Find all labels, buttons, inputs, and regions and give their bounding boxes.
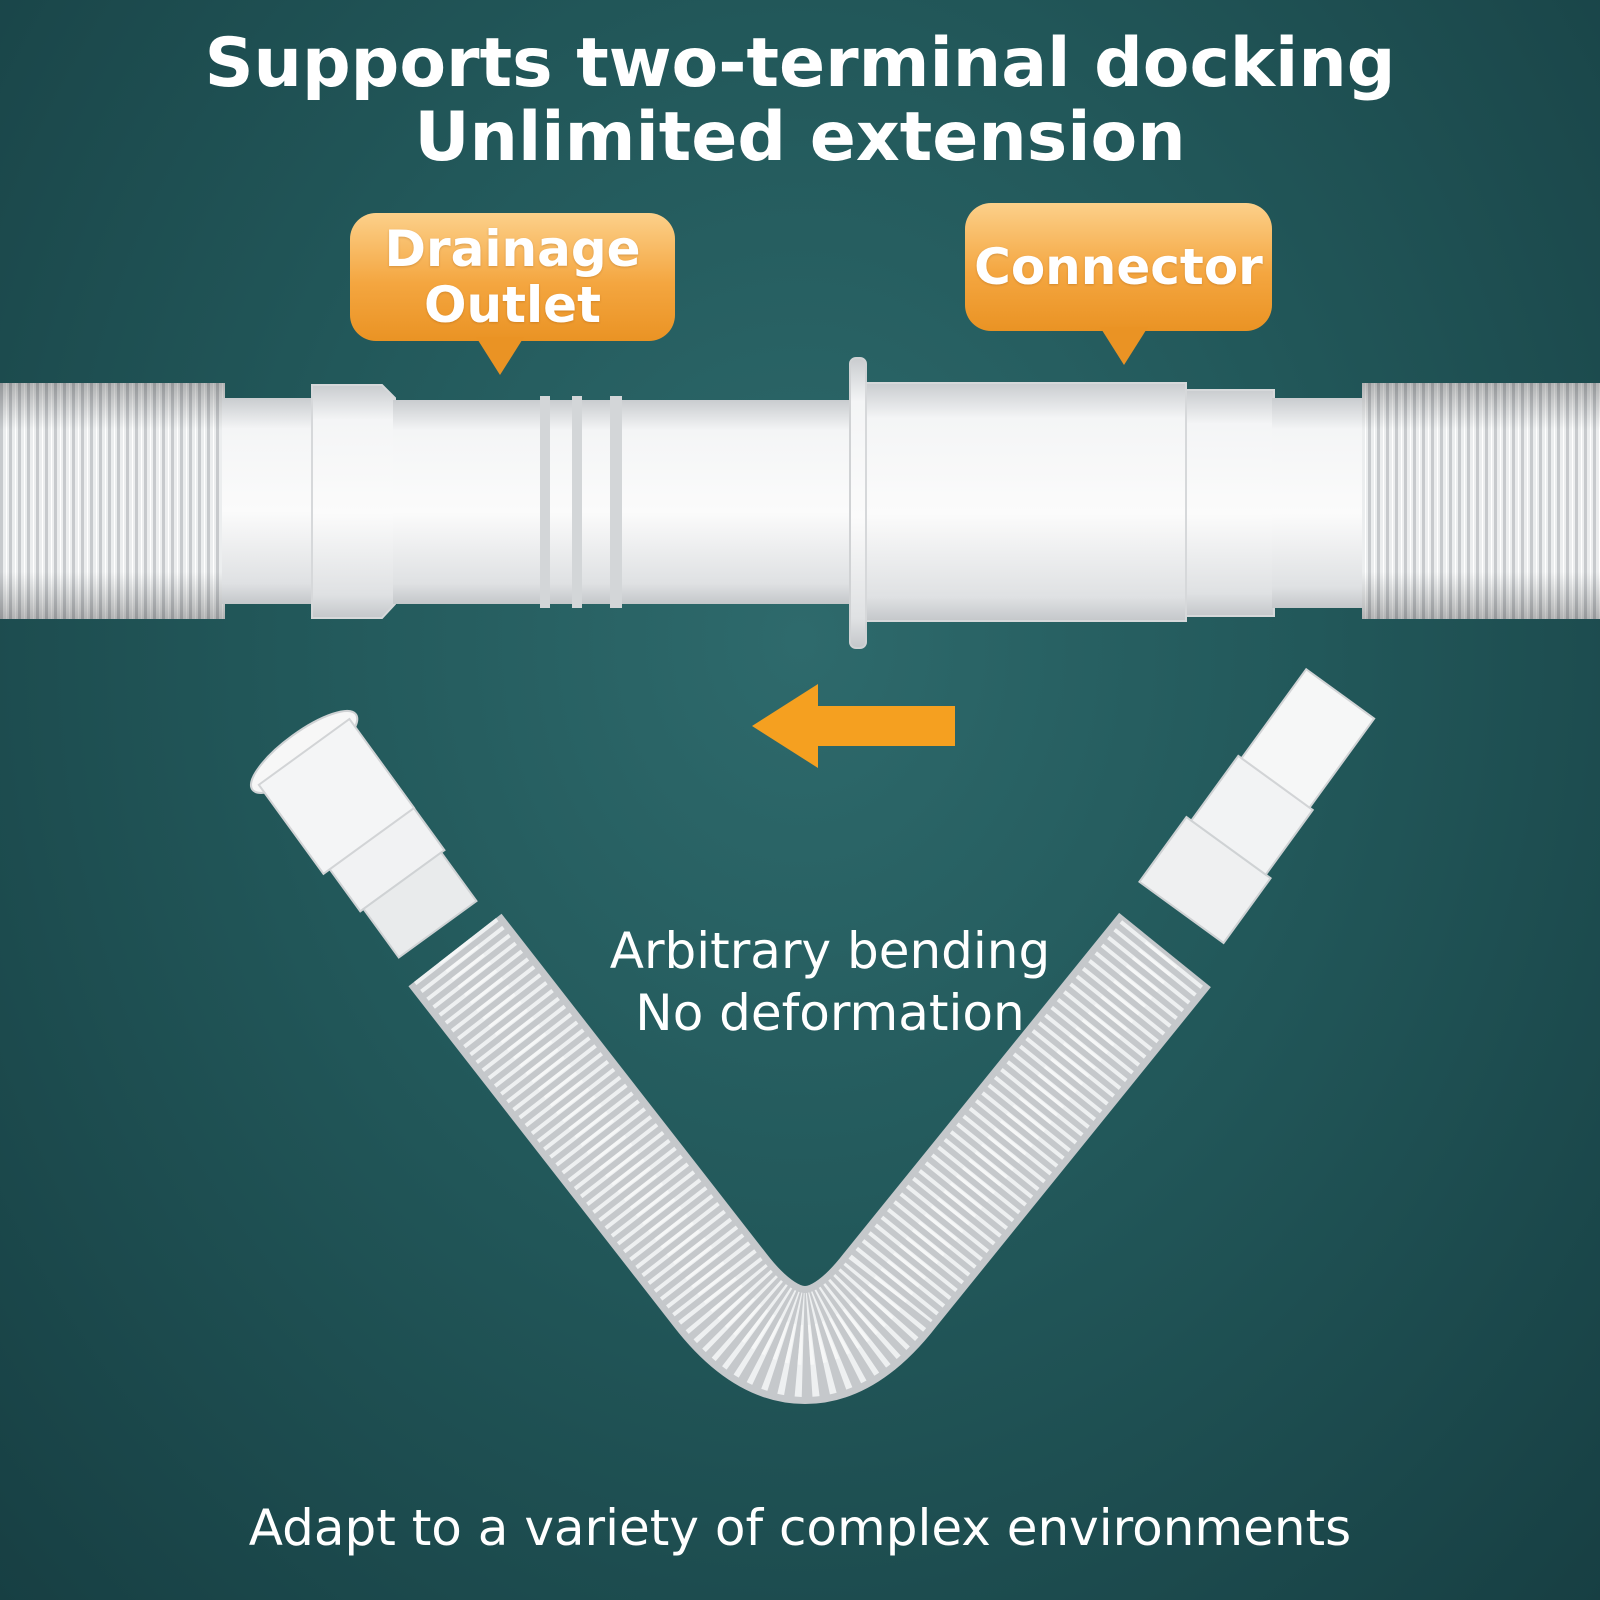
connector-body <box>865 382 1187 622</box>
drainage-outlet-label-line-1: Drainage <box>384 220 641 278</box>
straight-pipe-assembly <box>0 357 1600 649</box>
connector-callout-pointer <box>1100 327 1148 365</box>
bending-caption-line-2: No deformation <box>635 984 1025 1042</box>
headline-line-1: Supports two-terminal docking <box>204 24 1396 103</box>
connector-label: Connector <box>974 238 1263 296</box>
drainage-outlet-collar <box>311 384 396 619</box>
drainage-outlet-label-line-2: Outlet <box>424 276 601 334</box>
connector-callout: Connector <box>965 203 1272 331</box>
drainage-outlet-callout: Drainage Outlet <box>350 213 675 341</box>
headline-line-2: Unlimited extension <box>414 98 1186 177</box>
footer-caption: Adapt to a variety of complex environmen… <box>248 1499 1352 1557</box>
left-smooth-tube <box>222 398 314 604</box>
bending-caption-line-1: Arbitrary bending <box>609 922 1051 980</box>
arrow-left-icon <box>752 684 955 768</box>
connector-flange <box>849 357 867 649</box>
bent-hose <box>250 667 1376 1404</box>
drainage-outlet-callout-pointer <box>476 337 524 375</box>
